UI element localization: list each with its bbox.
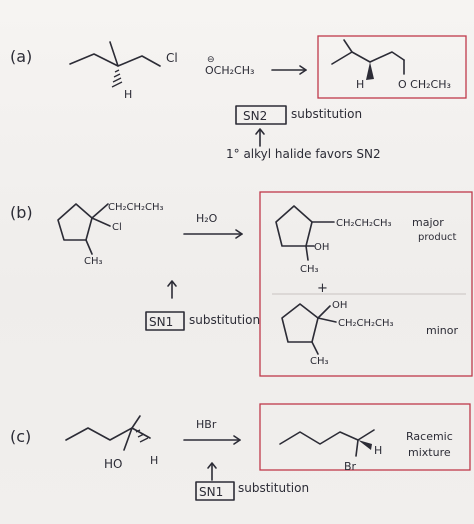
minor-label: minor [426,324,458,337]
reagent-c: HBr [196,418,217,431]
methyl-label-b: CH₃ [84,256,103,267]
hydrogen-label-a: H [124,88,132,101]
substrate-c-skeletal [65,415,151,451]
chlorine-label-b: Cl [112,222,122,233]
major-product-b-skeletal [275,205,335,261]
chlorine-label-a: Cl [166,51,178,65]
mechanism-a: SN2 [243,109,267,123]
charge-symbol-a: ⊖ [207,55,215,65]
mechanism-c: SN1 [199,485,223,499]
reagent-b: H₂O [196,212,218,225]
substrate-a-skeletal [69,41,161,88]
major-product-hydroxyl: OH [314,242,329,253]
major-label-line2: product [418,232,457,243]
racemic-label-line1: Racemic [406,430,453,443]
product-c-skeletal [279,429,375,457]
label-b: (b) [10,203,33,222]
product-box-b [259,191,473,377]
minor-product-methyl: CH₃ [310,356,329,367]
nucleophile-a: OCH₂CH₃ [205,64,254,77]
mechanism-b-word: substitution [189,313,260,327]
mechanism-box-b [145,311,185,331]
bromine-label-c: Br [344,460,357,473]
product-a-ether-group: O CH₂CH₃ [398,78,451,91]
label-a: (a) [10,47,32,66]
product-box-c [259,403,471,471]
mechanism-b: SN1 [149,315,173,329]
note-a: 1° alkyl halide favors SN2 [226,147,381,161]
major-label-line1: major [412,216,444,229]
label-c: (c) [10,427,31,446]
racemic-label-line2: mixture [408,446,451,459]
product-box-a [317,35,467,99]
minor-product-propyl: CH₂CH₂CH₃ [338,318,394,329]
mechanism-c-word: substitution [238,481,309,495]
mechanism-box-c [195,481,235,501]
mechanism-a-word: substitution [291,107,362,121]
hydrogen-label-c-product: H [374,444,382,457]
product-a-skeletal [331,39,405,80]
substituent-propyl-b: CH₂CH₂CH₃ [108,202,164,213]
substrate-b-skeletal [57,203,111,255]
hydrogen-label-c: H [150,454,158,467]
mechanism-box-a [235,105,287,125]
minor-product-b-skeletal [281,303,337,355]
minor-product-hydroxyl: OH [332,300,347,311]
hydroxyl-label-c: HO [104,457,122,471]
hashed-wedge-a [111,69,123,88]
major-product-propyl: CH₂CH₂CH₃ [336,218,392,229]
major-product-methyl: CH₃ [300,264,319,275]
plus-sign-b: + [317,281,328,296]
hydrogen-label-a-product: H [356,78,364,91]
